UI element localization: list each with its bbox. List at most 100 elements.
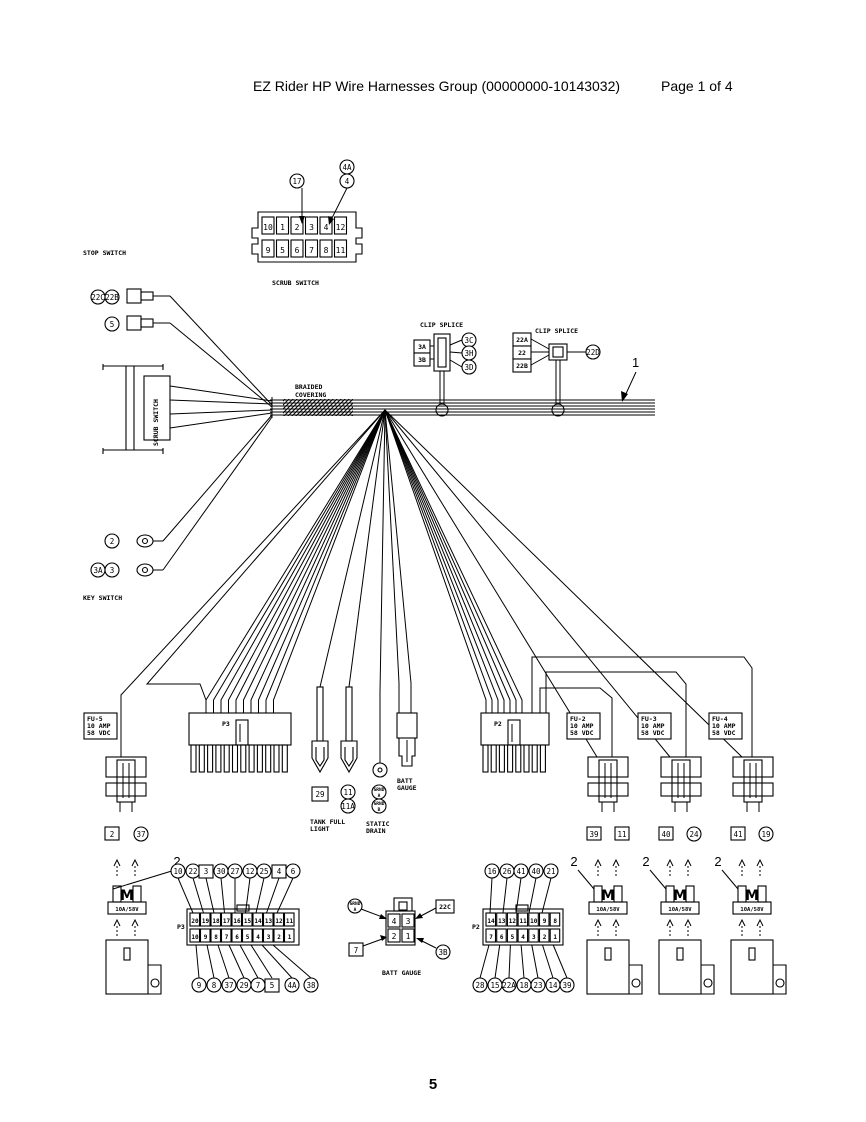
svg-text:58 VDC: 58 VDC (87, 729, 111, 737)
p3-label: P3 (222, 720, 230, 728)
harness-fanout (120, 409, 753, 758)
svg-text:FU-2: FU-2 (570, 715, 586, 723)
p2-bottom-wire-14: 14 (548, 981, 558, 990)
p3-bottom-wire-7: 7 (256, 981, 261, 990)
scrub-pin-9: 9 (266, 246, 271, 255)
p2-top-wire-26: 26 (502, 867, 512, 876)
p3-pin-17: 17 (223, 918, 231, 925)
p3-connector (188, 712, 292, 746)
batt-wire-box-7: 7 (354, 946, 359, 955)
gauge-label: GAUGE (397, 784, 417, 792)
batt-pin-2: 2 (392, 932, 397, 941)
p2-bottom-wire-39: 39 (562, 981, 571, 990)
batt-pin-4: 4 (392, 917, 397, 926)
p2-pin-7: 7 (489, 934, 493, 941)
batt-gauge-bottom-label: BATT GAUGE (382, 969, 421, 977)
p3-pin-7: 7 (225, 934, 229, 941)
p3-bottom-wire-9: 9 (197, 981, 202, 990)
wire-circle-4: 4 (345, 177, 350, 186)
wire-circle-3c: 3C (464, 336, 473, 345)
braided-label: BRAIDED (295, 383, 322, 391)
wire-circle-11: 11 (343, 788, 352, 797)
wire-circle-5: 5 (110, 320, 115, 329)
page-number: 5 (428, 1076, 438, 1093)
wire-box-41: 41 (733, 830, 742, 839)
batt-pin-3: 3 (406, 917, 411, 926)
wire-box-11: 11 (617, 830, 626, 839)
p3-top-wire-27: 27 (230, 867, 239, 876)
clip-splice-2 (530, 338, 586, 417)
p2-top-wire-21: 21 (546, 867, 555, 876)
p3-pin-2: 2 (277, 934, 281, 941)
p3-pin-19: 19 (202, 918, 210, 925)
p2-connector (480, 712, 550, 746)
p2-pin-4: 4 (521, 934, 525, 941)
p3-bottom-wire-8: 8 (212, 981, 217, 990)
p2-pin-6: 6 (500, 934, 504, 941)
scrub-pin-12: 12 (336, 223, 346, 232)
p2-pin-10: 10 (530, 918, 538, 925)
callout-2-fu2: 2 (570, 854, 577, 869)
scrub-switch-label: SCRUB SWITCH (272, 279, 319, 287)
p2-pin-12: 12 (509, 918, 517, 925)
p3-pin-18: 18 (212, 918, 220, 925)
p2-face-label: P2 (472, 923, 480, 931)
scrub-pin-5: 5 (280, 246, 285, 255)
wire-box-29: 29 (315, 790, 324, 799)
grnd-circle-a-top: GRND (374, 787, 385, 793)
tank-full-label: TANK FULL (310, 818, 345, 826)
p3-top-wire-12: 12 (245, 867, 254, 876)
batt-label: BATT (397, 777, 413, 785)
p3-bottom-wire-4A: 4A (287, 981, 297, 990)
p2-pin-11: 11 (519, 918, 527, 925)
svg-text:58 VDC: 58 VDC (641, 729, 665, 737)
fuse-holder-fu2 (587, 756, 629, 812)
scrub-pin-1: 1 (280, 223, 285, 232)
stop-switch-label: STOP SWITCH (83, 249, 126, 257)
p2-top-wire-16: 16 (487, 867, 497, 876)
wire-circle-3a: 3A (93, 566, 103, 575)
scrub-pin-10: 10 (263, 223, 273, 232)
p2-bottom-wire-23: 23 (533, 981, 542, 990)
wire-box-40: 40 (661, 830, 671, 839)
fuse-holder-fu5 (105, 756, 147, 812)
batt-pin-1: 1 (406, 932, 411, 941)
wire-box-3b: 3B (418, 356, 426, 364)
p3-bottom-wire-29: 29 (239, 981, 248, 990)
p2-bottom-wire-18: 18 (519, 981, 529, 990)
scrub-pin-6: 6 (295, 246, 300, 255)
batt-grnd-top: GRND (350, 901, 361, 907)
key-switch-terminals (136, 534, 163, 577)
fu2-label: FU-2 10 AMP 58 VDC (566, 712, 601, 740)
p3-pin-1: 1 (288, 934, 292, 941)
wire-circle-3d: 3D (464, 363, 474, 372)
p3-pin-5: 5 (246, 934, 250, 941)
p2-pin-5: 5 (511, 934, 515, 941)
batt-grnd-bottom: A (354, 907, 357, 913)
p3-top-wire-4: 4 (277, 867, 282, 876)
batt-gauge-face (385, 897, 416, 946)
wire-circle-4a: 4A (342, 163, 352, 172)
p3-pin-3: 3 (267, 934, 271, 941)
p2-bottom-wire-22A: 22A (502, 981, 516, 990)
grnd-circle-a-bottom: A (378, 793, 381, 799)
batt-wire-circle-3b: 3B (438, 948, 448, 957)
fuse-holder-fu3 (660, 756, 702, 812)
callout-1: 1 (632, 355, 639, 370)
p3-top-wire-25: 25 (259, 867, 268, 876)
p3-pin-9: 9 (204, 934, 208, 941)
p3-pin-12: 12 (275, 918, 283, 925)
p3-pin-20: 20 (191, 918, 199, 925)
batt-wire-box-22c: 22C (439, 903, 451, 911)
scrub-switch-connector (251, 211, 363, 263)
wire-box-39: 39 (589, 830, 598, 839)
wire-circle-11a: 11A (341, 802, 355, 811)
wire-box-2: 2 (110, 830, 115, 839)
scrub-pin-2: 2 (295, 223, 300, 232)
p3-top-wire-10: 10 (173, 867, 183, 876)
